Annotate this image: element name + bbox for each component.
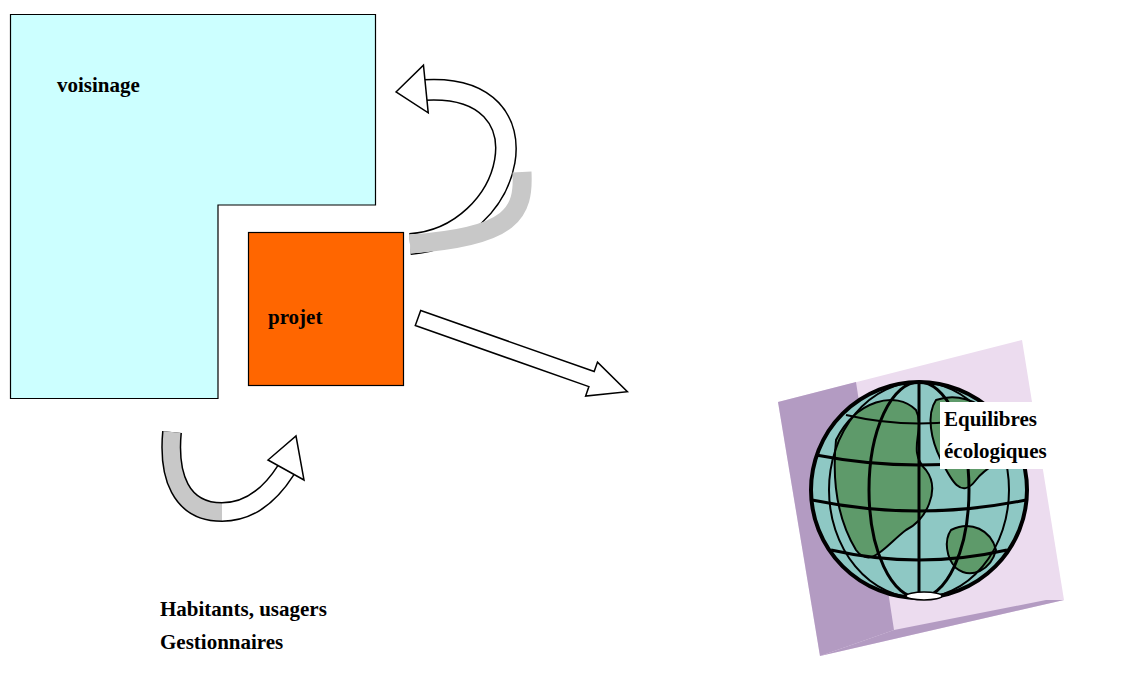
actor-label: Habitants, usagers: [160, 597, 327, 622]
node-label: voisinage: [57, 70, 140, 102]
curved-arrow-users: [171, 432, 304, 512]
block-arrow: [415, 311, 627, 397]
node-label: Equilibres écologiques: [940, 402, 1060, 469]
block-arrow: [396, 65, 522, 244]
project-box: projet: [248, 232, 404, 386]
globe-illustration-outline: [776, 330, 1066, 660]
globe-illustration: Equilibres écologiques: [776, 330, 1066, 660]
actor-label: Gestionnaires: [160, 630, 283, 655]
node-label: projet: [268, 302, 322, 334]
